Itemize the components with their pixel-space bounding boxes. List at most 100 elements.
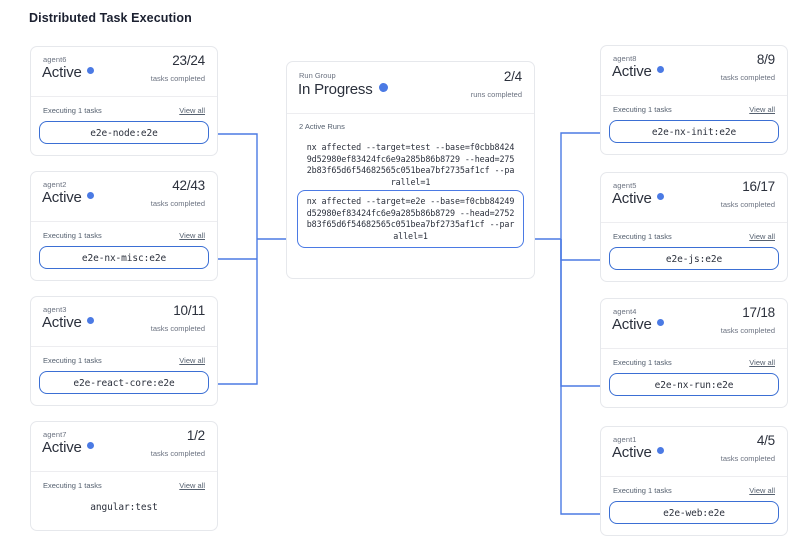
run-command[interactable]: nx affected --target=test --base=f0cbb84… (306, 142, 515, 187)
task-pill[interactable]: e2e-node:e2e (39, 121, 209, 144)
task-pill[interactable]: e2e-nx-run:e2e (609, 373, 779, 396)
agent-card-agent6[interactable]: agent6 Active 23/24 tasks completed Exec… (30, 46, 218, 156)
run-group-status: In Progress (298, 81, 388, 98)
agent-card-agent4[interactable]: agent4 Active 17/18 tasks completed Exec… (600, 298, 788, 408)
agent-task-count-label: tasks completed (720, 326, 775, 335)
agent-card-body: Executing 1 tasks View all e2e-js:e2e (601, 223, 787, 281)
agent-task-count: 16/17 (742, 179, 775, 194)
agent-task-count: 4/5 (756, 433, 775, 448)
view-all-link[interactable]: View all (179, 356, 205, 365)
agent-status-text: Active (42, 314, 82, 331)
agent-status: Active (42, 64, 94, 81)
agent-status: Active (612, 190, 664, 207)
agent-task-count-label: tasks completed (720, 200, 775, 209)
agent-card-header: agent3 Active 10/11 tasks completed (31, 297, 217, 347)
agent-status-text: Active (42, 189, 82, 206)
agent-card-body: Executing 1 tasks View all e2e-web:e2e (601, 477, 787, 535)
executing-label: Executing 1 tasks (613, 486, 672, 495)
run-group-header: Run Group In Progress 2/4 runs completed (287, 62, 534, 114)
agent-card-agent7[interactable]: agent7 Active 1/2 tasks completed Execut… (30, 421, 218, 531)
executing-label: Executing 1 tasks (613, 232, 672, 241)
agent-name: agent5 (613, 181, 637, 190)
agent-status-text: Active (612, 63, 652, 80)
agent-task-count-label: tasks completed (720, 73, 775, 82)
blue-dot-icon (86, 192, 94, 199)
task-pill[interactable]: e2e-nx-misc:e2e (39, 246, 209, 269)
agent-card-header: agent6 Active 23/24 tasks completed (31, 47, 217, 97)
agent-card-agent8[interactable]: agent8 Active 8/9 tasks completed Execut… (600, 45, 788, 155)
blue-dot-icon (656, 319, 664, 326)
agent-name: agent1 (613, 435, 637, 444)
view-all-link[interactable]: View all (179, 481, 205, 490)
agent-card-header: agent5 Active 16/17 tasks completed (601, 173, 787, 223)
task-pill[interactable]: angular:test (39, 496, 209, 519)
agent-name: agent8 (613, 54, 637, 63)
agent-card-agent3[interactable]: agent3 Active 10/11 tasks completed Exec… (30, 296, 218, 406)
agent-card-body: Executing 1 tasks View all e2e-nx-misc:e… (31, 222, 217, 280)
agent-status: Active (612, 444, 664, 461)
task-pill[interactable]: e2e-nx-init:e2e (609, 120, 779, 143)
agent-card-header: agent1 Active 4/5 tasks completed (601, 427, 787, 477)
run-group-count-label: runs completed (470, 90, 522, 99)
agent-task-count: 17/18 (742, 305, 775, 320)
task-pill[interactable]: e2e-js:e2e (609, 247, 779, 270)
view-all-link[interactable]: View all (749, 105, 775, 114)
agent-status: Active (42, 189, 94, 206)
agent-task-count-label: tasks completed (720, 454, 775, 463)
agent-name: agent2 (43, 180, 67, 189)
agent-status: Active (42, 314, 94, 331)
agent-status: Active (612, 63, 664, 80)
blue-dot-icon (378, 83, 388, 92)
blue-dot-icon (86, 317, 94, 324)
agent-task-count-label: tasks completed (150, 74, 205, 83)
agent-task-count-label: tasks completed (150, 199, 205, 208)
agent-name: agent6 (43, 55, 67, 64)
run-group-label: Run Group (299, 71, 336, 80)
agent-card-body: Executing 1 tasks View all angular:test (31, 472, 217, 530)
run-group-body: 2 Active Runs nx affected --target=test … (287, 114, 534, 278)
agent-name: agent4 (613, 307, 637, 316)
agent-status: Active (612, 316, 664, 333)
agent-status-text: Active (612, 190, 652, 207)
run-group-card[interactable]: Run Group In Progress 2/4 runs completed… (286, 61, 535, 279)
run-group-status-text: In Progress (298, 81, 373, 98)
view-all-link[interactable]: View all (179, 106, 205, 115)
agent-status-text: Active (42, 64, 82, 81)
agent-card-agent1[interactable]: agent1 Active 4/5 tasks completed Execut… (600, 426, 788, 536)
blue-dot-icon (656, 193, 664, 200)
task-pill[interactable]: e2e-react-core:e2e (39, 371, 209, 394)
agent-name: agent3 (43, 305, 67, 314)
agent-task-count: 23/24 (172, 53, 205, 68)
agent-card-header: agent8 Active 8/9 tasks completed (601, 46, 787, 96)
agent-task-count-label: tasks completed (150, 324, 205, 333)
run-group-count: 2/4 (503, 69, 522, 84)
page-title: Distributed Task Execution (29, 11, 192, 25)
agent-task-count: 8/9 (756, 52, 775, 67)
executing-label: Executing 1 tasks (43, 481, 102, 490)
view-all-link[interactable]: View all (749, 232, 775, 241)
agent-status-text: Active (612, 444, 652, 461)
executing-label: Executing 1 tasks (43, 356, 102, 365)
task-pill[interactable]: e2e-web:e2e (609, 501, 779, 524)
agent-card-body: Executing 1 tasks View all e2e-react-cor… (31, 347, 217, 405)
agent-status-text: Active (42, 439, 82, 456)
view-all-link[interactable]: View all (749, 358, 775, 367)
executing-label: Executing 1 tasks (43, 231, 102, 240)
active-runs-label: 2 Active Runs (299, 122, 345, 131)
run-command-highlighted[interactable]: nx affected --target=e2e --base=f0cbb842… (297, 190, 524, 249)
agent-card-header: agent4 Active 17/18 tasks completed (601, 299, 787, 349)
executing-label: Executing 1 tasks (613, 105, 672, 114)
agent-task-count-label: tasks completed (150, 449, 205, 458)
agent-task-count: 42/43 (172, 178, 205, 193)
agent-card-agent5[interactable]: agent5 Active 16/17 tasks completed Exec… (600, 172, 788, 282)
view-all-link[interactable]: View all (179, 231, 205, 240)
view-all-link[interactable]: View all (749, 486, 775, 495)
agent-card-agent2[interactable]: agent2 Active 42/43 tasks completed Exec… (30, 171, 218, 281)
agent-card-header: agent2 Active 42/43 tasks completed (31, 172, 217, 222)
executing-label: Executing 1 tasks (613, 358, 672, 367)
agent-card-body: Executing 1 tasks View all e2e-nx-run:e2… (601, 349, 787, 407)
agent-card-body: Executing 1 tasks View all e2e-nx-init:e… (601, 96, 787, 154)
blue-dot-icon (656, 447, 664, 454)
agent-status-text: Active (612, 316, 652, 333)
